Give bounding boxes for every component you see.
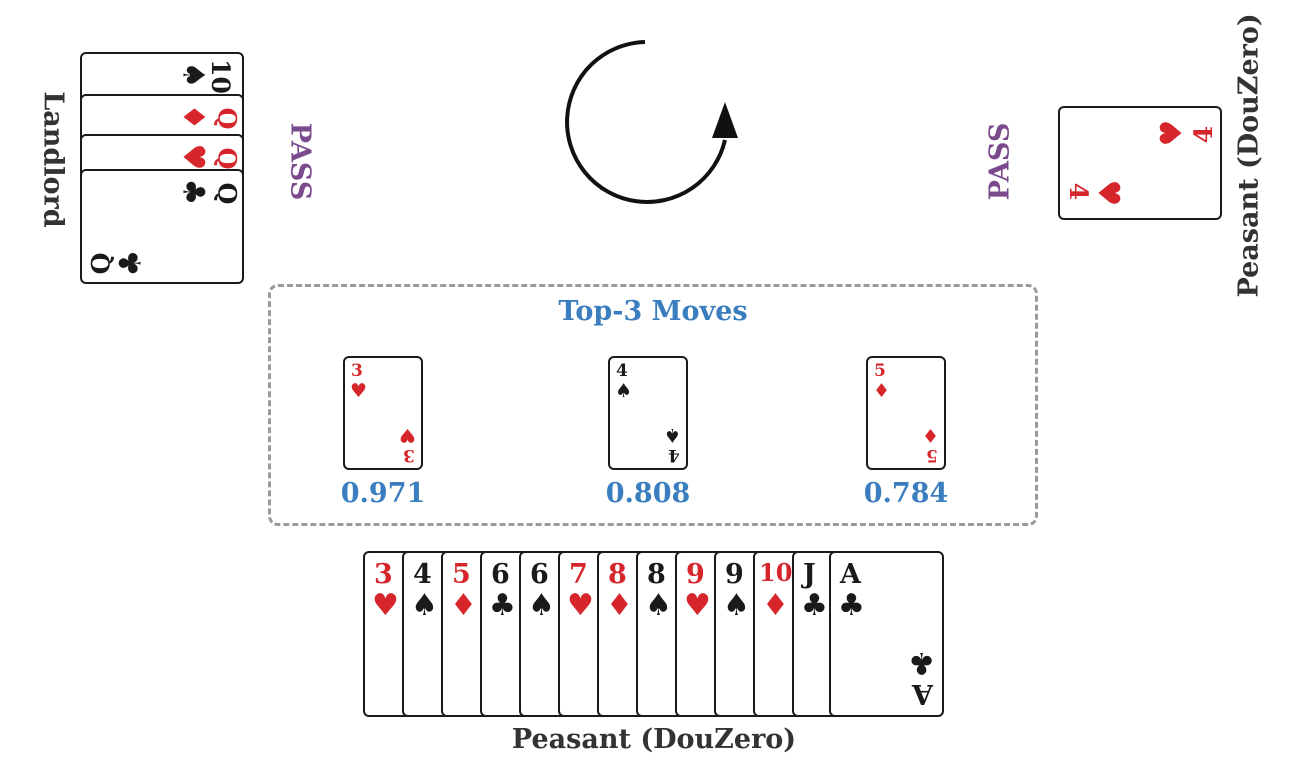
card-rank: 6 xyxy=(491,559,510,590)
diamond-icon: ♦ xyxy=(873,380,891,402)
top-move-score: 0.808 xyxy=(605,478,691,509)
diamond-icon: ♦ xyxy=(762,588,789,623)
landlord-card: Q♣Q♣ xyxy=(80,169,244,284)
club-icon: ♣ xyxy=(908,645,935,680)
spade-icon: ♠ xyxy=(528,588,555,623)
right-peasant-played-card: 4 ♥ 4 ♥ xyxy=(1058,106,1222,220)
diamond-icon: ♦ xyxy=(921,424,939,446)
card-rank: J xyxy=(803,559,816,590)
spade-icon: ♠ xyxy=(175,61,211,89)
top-move-score: 0.971 xyxy=(340,478,426,509)
right-peasant-label: Peasant (DouZero) xyxy=(1233,13,1265,298)
card-rank: 8 xyxy=(647,559,666,590)
clockwise-arrow-icon xyxy=(565,40,738,204)
heart-icon: ♥ xyxy=(372,588,399,623)
club-icon: ♣ xyxy=(838,588,865,623)
card-rank: Q xyxy=(212,107,242,130)
club-icon: ♣ xyxy=(113,249,149,277)
heart-icon: ♥ xyxy=(684,588,711,623)
club-icon: ♣ xyxy=(175,178,211,206)
card-rank-corner: 5 xyxy=(926,445,938,465)
diamond-icon: ♦ xyxy=(450,588,477,623)
diamond-icon: ♦ xyxy=(175,103,211,131)
card-rank: A xyxy=(840,559,861,590)
card-rank: 8 xyxy=(608,559,627,590)
top-move-card[interactable]: 3♥3♥ xyxy=(343,356,423,470)
spade-icon: ♠ xyxy=(723,588,750,623)
card-rank: 9 xyxy=(725,559,744,590)
landlord-pass-status: PASS xyxy=(284,122,316,201)
bottom-peasant-label: Peasant (DouZero) xyxy=(511,724,797,755)
heart-icon: ♥ xyxy=(1090,179,1126,207)
heart-icon: ♥ xyxy=(1154,119,1190,147)
card-rank: 4 xyxy=(616,361,628,381)
hand-card[interactable]: A♣A♣ xyxy=(829,551,944,717)
card-rank: 3 xyxy=(374,559,393,590)
card-rank: 5 xyxy=(874,361,886,381)
heart-icon: ♥ xyxy=(350,380,368,402)
card-rank: 4 xyxy=(413,559,432,590)
heart-icon: ♥ xyxy=(398,424,416,446)
card-rank: Q xyxy=(212,182,242,205)
top-moves-panel xyxy=(268,284,1038,526)
card-rank: 9 xyxy=(686,559,705,590)
card-rank: Q xyxy=(212,147,242,170)
card-rank: 4 xyxy=(1188,125,1218,144)
card-rank-corner: 3 xyxy=(403,445,415,465)
spade-icon: ♠ xyxy=(615,380,633,402)
card-rank: 3 xyxy=(351,361,363,381)
top-move-card[interactable]: 4♠4♠ xyxy=(608,356,688,470)
top-move-card[interactable]: 5♦5♦ xyxy=(866,356,946,470)
heart-icon: ♥ xyxy=(175,143,211,171)
card-rank: 10 xyxy=(206,59,236,94)
card-rank-corner: 4 xyxy=(668,445,680,465)
top-moves-title: Top-3 Moves xyxy=(558,296,748,327)
card-rank-corner: 4 xyxy=(1064,182,1094,201)
spade-icon: ♠ xyxy=(411,588,438,623)
diamond-icon: ♦ xyxy=(606,588,633,623)
card-rank: 5 xyxy=(452,559,471,590)
card-rank: 6 xyxy=(530,559,549,590)
top-move-score: 0.784 xyxy=(863,478,949,509)
right-peasant-pass-status: PASS xyxy=(984,122,1016,201)
card-rank-corner: Q xyxy=(86,252,116,275)
landlord-label: Landlord xyxy=(37,91,69,228)
club-icon: ♣ xyxy=(801,588,828,623)
heart-icon: ♥ xyxy=(567,588,594,623)
spade-icon: ♠ xyxy=(645,588,672,623)
club-icon: ♣ xyxy=(489,588,516,623)
card-rank: 10 xyxy=(759,558,793,587)
card-rank: 7 xyxy=(569,559,588,590)
spade-icon: ♠ xyxy=(663,424,681,446)
